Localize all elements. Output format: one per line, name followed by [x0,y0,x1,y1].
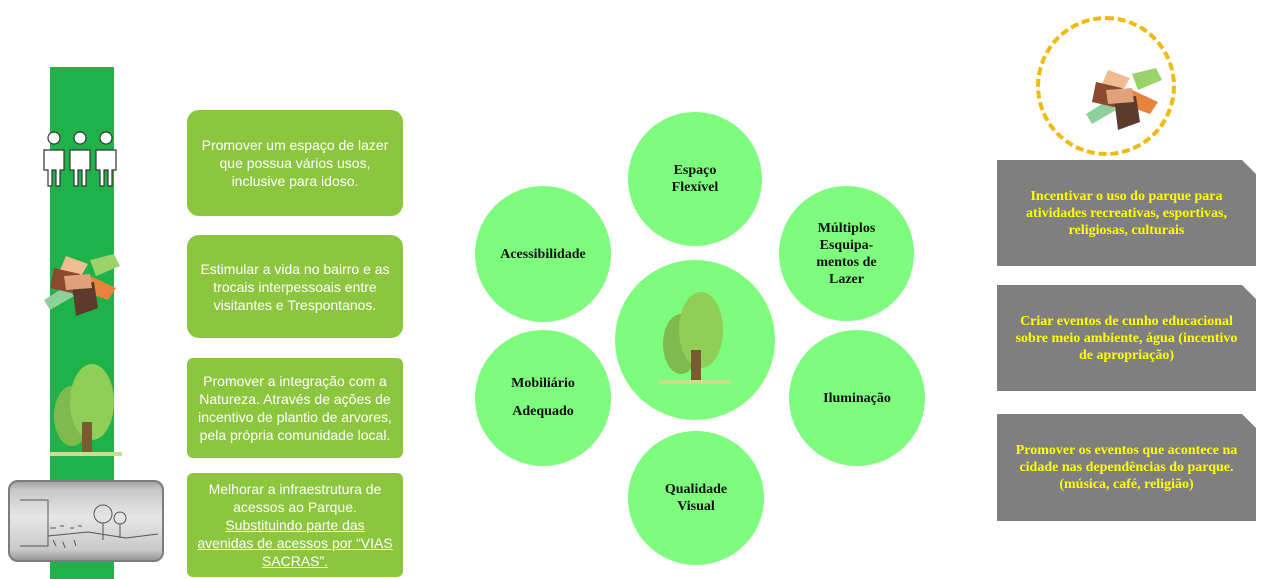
circle-mobiliario-adequado: Mobiliário Adequado [475,330,611,466]
action-text: Criar eventos de cunho educacional sobre… [1015,313,1238,363]
goal-text: Promover um espaço de lazer que possua v… [201,137,389,189]
circle-center [615,260,775,420]
goal-box-neighborhood: Estimular a vida no bairro e as trocais … [187,235,403,338]
goal-link-text: Substituindo parte das avenidas de acess… [197,517,393,569]
goal-box-infrastructure: Melhorar a infraestrutura de acessos ao … [187,473,403,577]
circle-acessibilidade: Acessibilidade [475,186,611,322]
circle-espaco-flexivel: Espaço Flexível [628,112,762,246]
goal-box-nature: Promover a integração com a Natureza. At… [187,358,403,458]
action-text: Incentivar o uso do parque para atividad… [1026,188,1227,238]
circle-qualidade-visual: Qualidade Visual [628,431,764,565]
sketch-image [8,480,164,562]
circle-iluminacao: Iluminação [789,330,925,466]
hands-icon [44,254,120,316]
dashed-ring [1036,16,1176,156]
circle-multiplos-equipamentos: Múltiplos Esquipa- mentos de Lazer [779,186,914,321]
goal-box-leisure: Promover um espaço de lazer que possua v… [187,110,403,216]
hands-icon [1086,68,1162,130]
circle-label: Iluminação [823,390,891,406]
circle-label: Espaço Flexível [671,163,719,195]
circle-label: Mobiliário Adequado [511,376,575,419]
tree-icon [659,292,731,384]
people-icon [43,131,117,187]
action-text: Promover os eventos que acontece na cida… [1015,443,1238,492]
goal-text: Melhorar a infraestrutura de acessos ao … [208,481,382,515]
action-box-eventos-educacionais: Criar eventos de cunho educacional sobre… [997,285,1256,391]
circle-label: Qualidade Visual [664,482,728,514]
circle-label: Acessibilidade [500,246,586,262]
goal-text: Promover a integração com a Natureza. At… [198,373,392,443]
tree-icon [50,364,122,456]
action-box-incentivar: Incentivar o uso do parque para atividad… [997,160,1256,266]
goal-text: Estimular a vida no bairro e as trocais … [200,260,390,313]
action-box-eventos-cidade: Promover os eventos que acontece na cida… [997,414,1256,521]
circle-label: Múltiplos Esquipa- mentos de Lazer [816,220,877,287]
